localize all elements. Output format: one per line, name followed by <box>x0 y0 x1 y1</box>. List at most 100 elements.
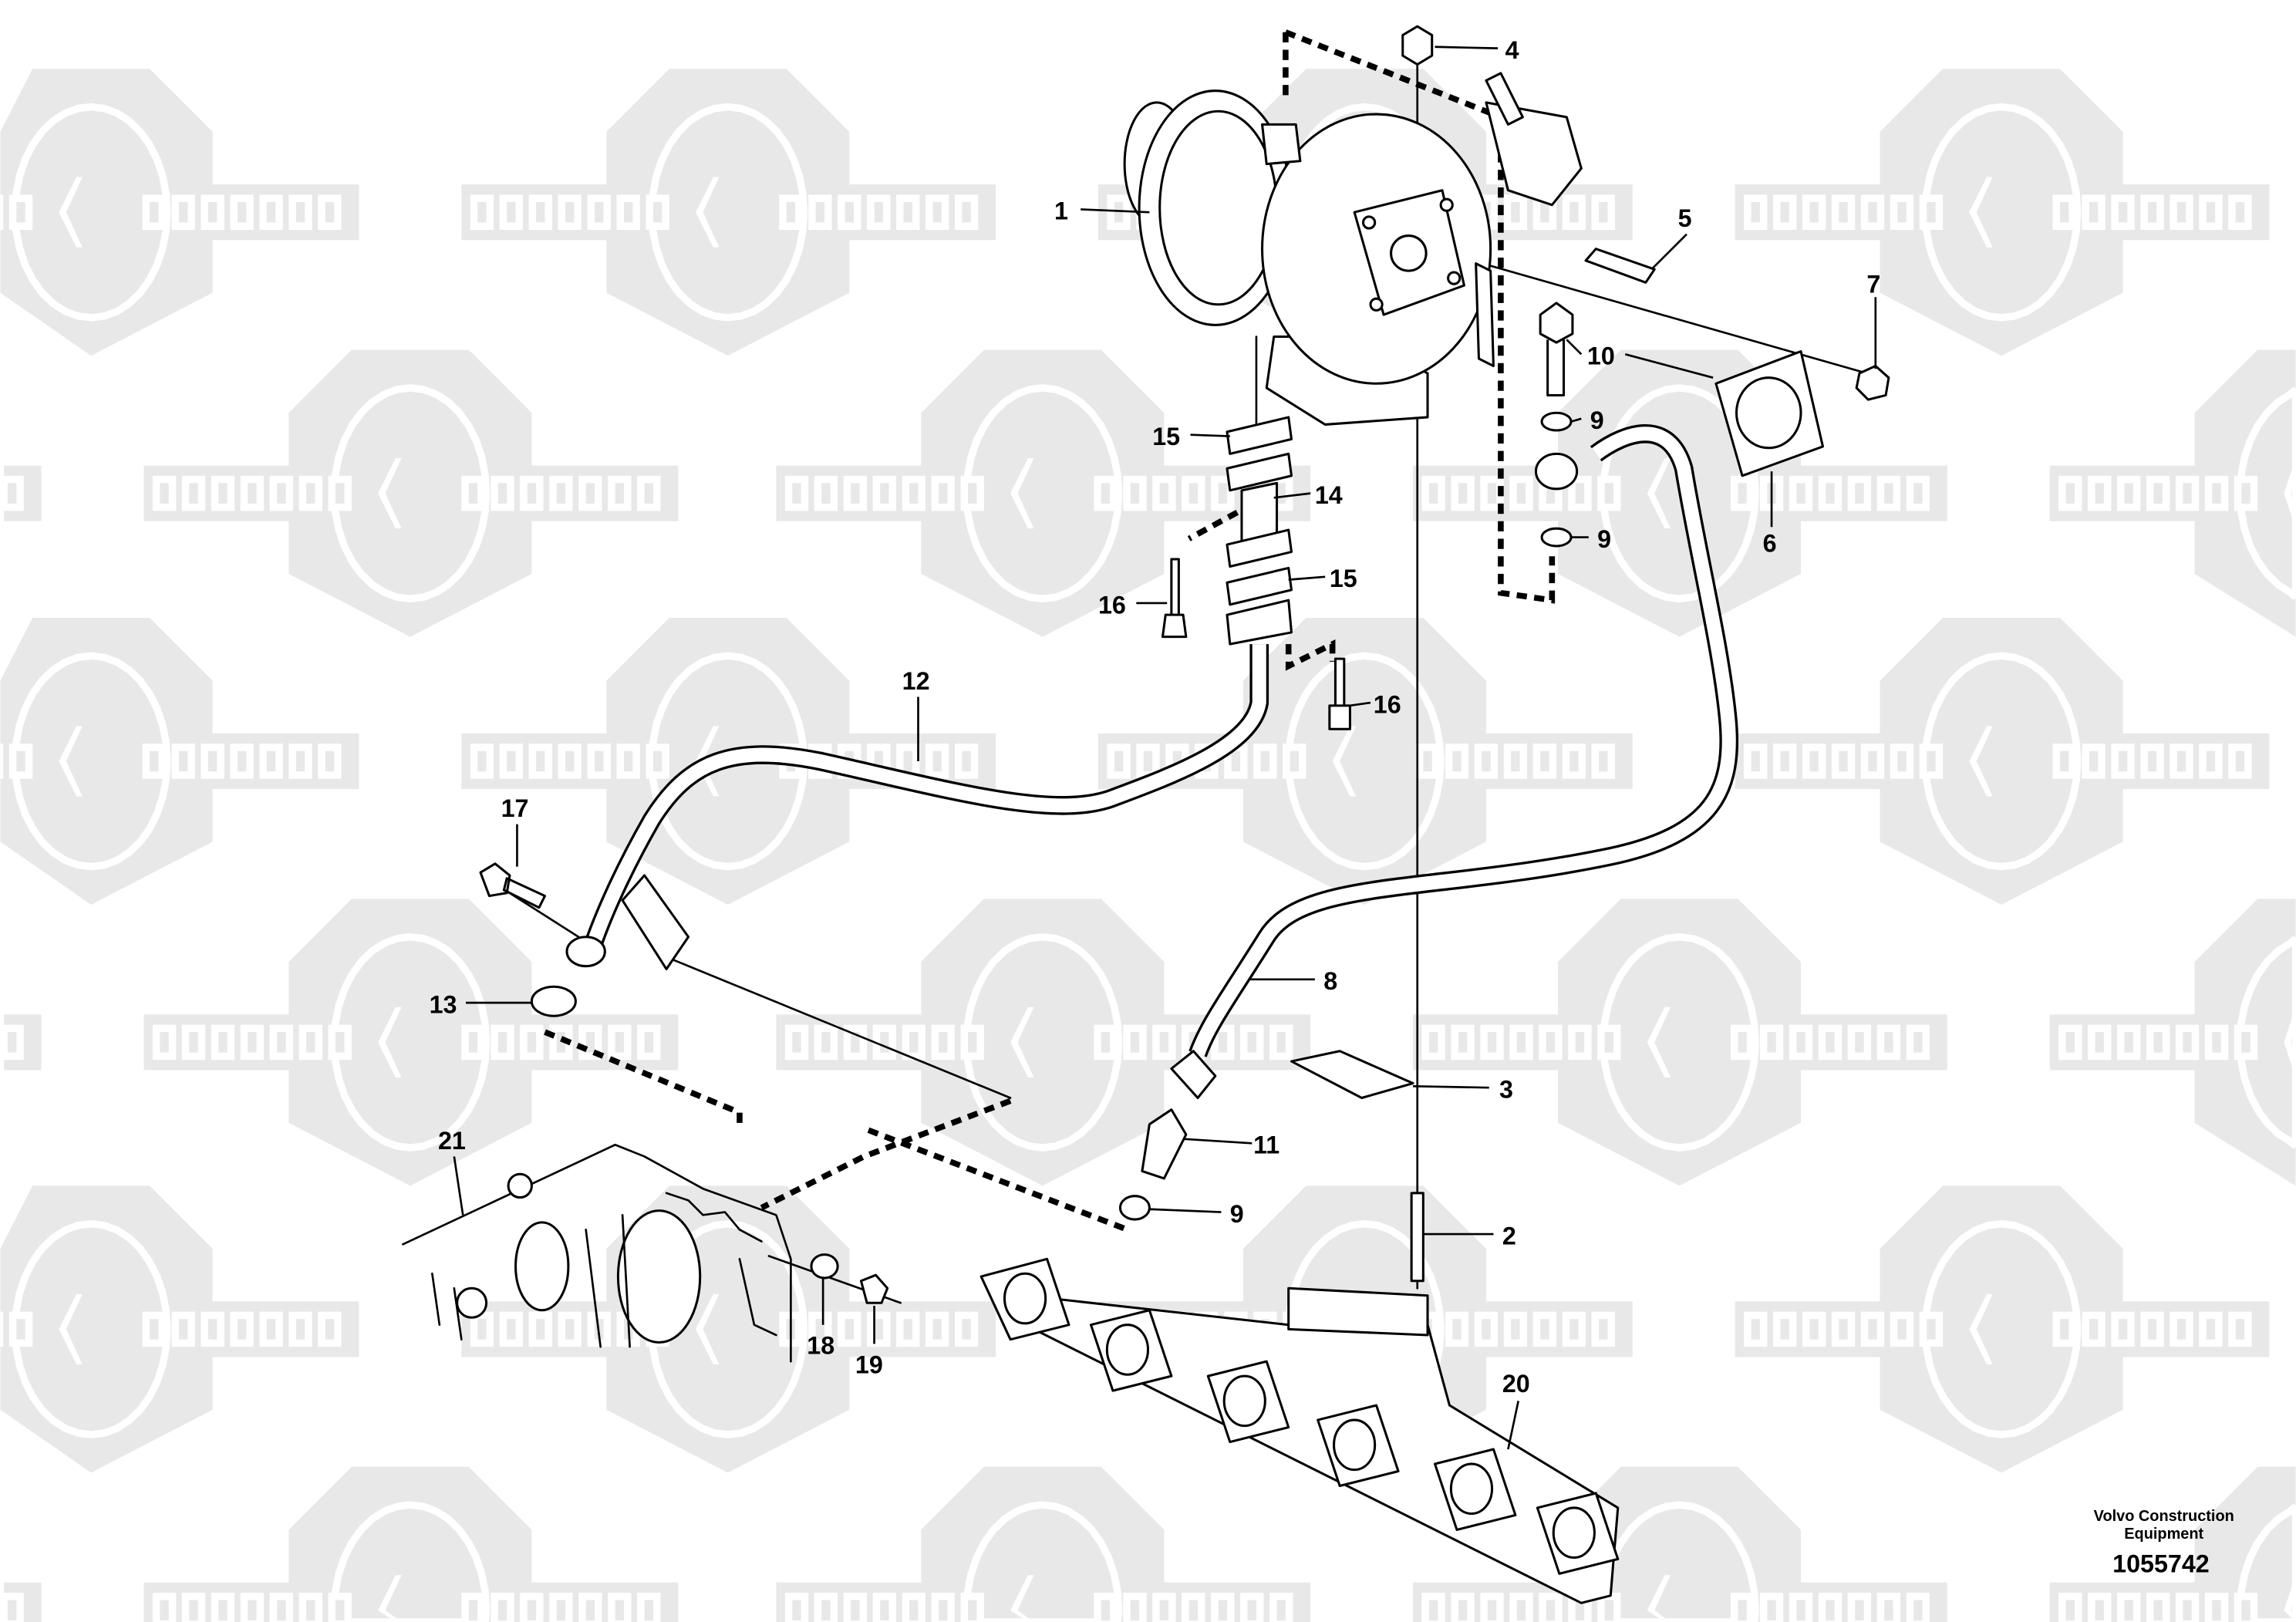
washer-9 <box>1540 411 1573 432</box>
watermark-logo <box>143 899 679 1186</box>
watermark-logo <box>2049 899 2296 1186</box>
turbocharger <box>1123 72 1583 426</box>
callout-7: 7 <box>1866 271 1880 298</box>
watermark-lettering <box>0 1311 33 1347</box>
callout-6: 6 <box>1763 530 1777 558</box>
callout-12: 12 <box>902 667 930 695</box>
engine-block <box>402 1143 792 1363</box>
callout-8: 8 <box>1323 967 1337 995</box>
adapter-11 <box>1141 1108 1188 1180</box>
watermark-lettering <box>470 194 669 230</box>
callout-15: 15 <box>1152 423 1180 450</box>
watermark-lettering <box>1094 1593 1293 1622</box>
callout-18: 18 <box>807 1332 834 1360</box>
callout-15: 15 <box>1330 565 1357 592</box>
gasket-3 <box>1290 1050 1414 1100</box>
stud-5 <box>1584 248 1656 284</box>
callout-5: 5 <box>1678 204 1692 232</box>
watermark-lettering <box>2058 475 2258 511</box>
watermark-lettering <box>784 475 984 511</box>
callout-1: 1 <box>1054 197 1068 225</box>
caption-manufacturer: Volvo Construction <box>2094 1508 2234 1525</box>
watermark-lettering <box>0 1024 24 1061</box>
assembly-dash-line <box>544 1029 743 1128</box>
caption: Volvo Construction Equipment 1055742 <box>2094 1508 2234 1577</box>
watermark-logo <box>461 69 996 356</box>
callout-10: 10 <box>1587 342 1615 370</box>
watermark-lettering <box>1730 1024 1930 1061</box>
bolt-16 <box>1328 657 1351 730</box>
watermark-lettering <box>142 744 342 779</box>
watermark-lettering <box>2058 1593 2258 1622</box>
watermark-logo <box>143 349 679 637</box>
bolt-17 <box>479 862 547 909</box>
assembly-dash-line <box>1187 509 1239 541</box>
watermark-logo <box>2049 1466 2296 1622</box>
callout-9: 9 <box>1590 406 1604 434</box>
watermark-lettering <box>784 1024 984 1061</box>
watermark-layer <box>0 69 2296 1622</box>
callout-3: 3 <box>1499 1076 1513 1104</box>
callout-9: 9 <box>1597 525 1611 553</box>
watermark-lettering <box>461 1024 661 1061</box>
watermark-lettering <box>2052 194 2252 230</box>
callout-9: 9 <box>1230 1200 1244 1228</box>
diagram-lines <box>402 25 1890 1604</box>
watermark-lettering <box>1730 475 1930 511</box>
watermark-logo <box>1735 1185 2270 1473</box>
watermark-lettering <box>152 1024 352 1061</box>
callout-16: 16 <box>1374 690 1401 718</box>
caption-manufacturer-line2: Equipment <box>2124 1526 2203 1543</box>
callout-13: 13 <box>430 990 457 1018</box>
callout-21: 21 <box>438 1127 466 1155</box>
watermark-lettering <box>0 194 33 230</box>
watermark-lettering <box>461 1593 661 1622</box>
o-ring-13 <box>530 985 577 1017</box>
callout-20: 20 <box>1502 1370 1530 1398</box>
watermark-logo <box>0 387 42 599</box>
watermark-logo <box>1413 899 1947 1186</box>
watermark-lettering <box>1421 475 1621 511</box>
washer-9 <box>1118 1195 1151 1221</box>
watermark-lettering <box>2052 1311 2252 1347</box>
callout-4: 4 <box>1505 36 1519 64</box>
watermark-lettering <box>1415 1311 1615 1347</box>
watermark-logo <box>143 1466 679 1622</box>
assembly-dash-line <box>1285 639 1336 671</box>
watermark-logo <box>0 617 359 905</box>
watermark-lettering <box>152 1593 352 1622</box>
callout-19: 19 <box>855 1351 883 1378</box>
watermark-lettering <box>142 194 342 230</box>
watermark-logo <box>1413 1466 1947 1622</box>
watermark-lettering <box>0 1593 24 1622</box>
bolt-16 <box>1161 558 1188 639</box>
watermark-logo <box>776 349 1311 637</box>
gasket-6-hole <box>1735 376 1802 450</box>
watermark-lettering <box>152 475 352 511</box>
watermark-logo <box>0 1505 42 1622</box>
watermark-lettering <box>1415 744 1615 779</box>
watermark-logo <box>776 899 1311 1186</box>
exhaust-manifold <box>979 1257 1620 1604</box>
watermark-logo <box>776 1466 1311 1622</box>
watermark-lettering <box>1743 194 1944 230</box>
bolt-10 <box>1539 302 1574 396</box>
watermark-lettering <box>1743 1311 1944 1347</box>
watermark-lettering <box>0 475 24 511</box>
watermark-lettering <box>461 475 661 511</box>
assembly-dash-line <box>760 1098 1012 1211</box>
watermark-lettering <box>1421 1024 1621 1061</box>
assembly-dash-line <box>867 1127 1129 1233</box>
pipe-8 <box>1170 423 1739 1100</box>
nut-19 <box>859 1273 889 1304</box>
pipe-12 <box>565 644 1269 971</box>
washer-9 <box>1540 527 1573 548</box>
watermark-logo <box>0 936 42 1148</box>
watermark-lettering <box>470 744 669 779</box>
washer-18 <box>810 1253 839 1280</box>
flange-stack <box>1226 416 1293 646</box>
watermark-logo <box>0 1185 359 1473</box>
callout-labels: 1 4 5 7 10 9 6 9 15 14 15 16 16 12 17 13… <box>430 36 1881 1398</box>
nut-4 <box>1401 25 1434 66</box>
watermark-logo <box>1735 69 2270 356</box>
